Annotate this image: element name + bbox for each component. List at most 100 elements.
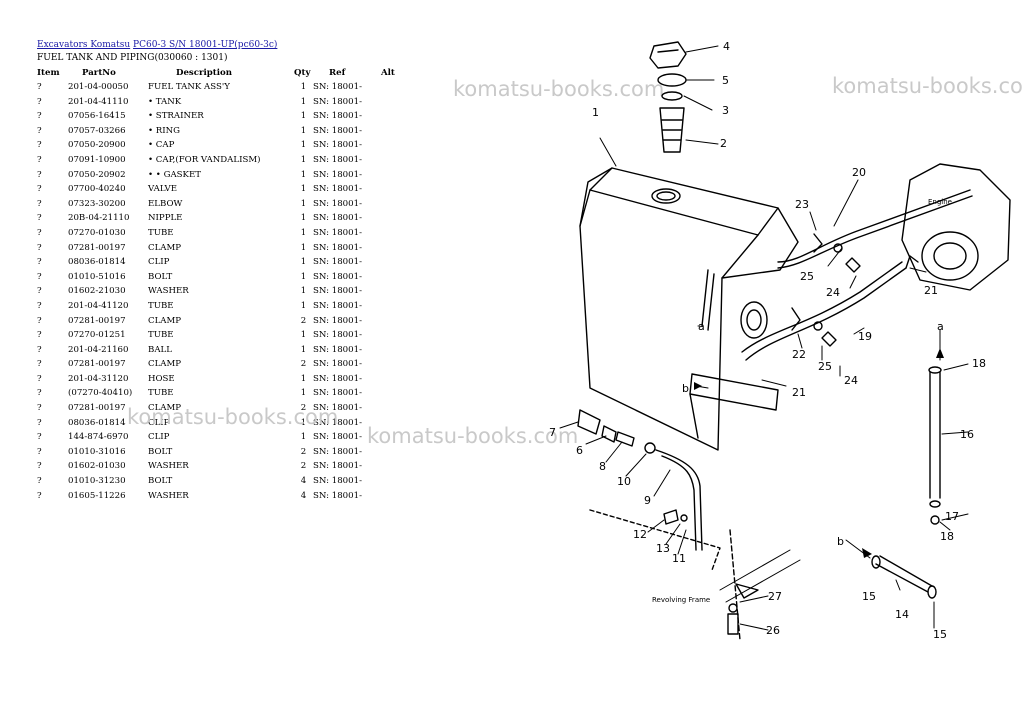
cell-partno: 01602-21030 [68, 286, 126, 297]
cell-alt [381, 109, 401, 124]
cell-alt [381, 445, 401, 460]
cell-item: ? [37, 227, 42, 238]
callout-label: 14 [895, 608, 909, 621]
cell-ref: SN: 18001- [313, 271, 362, 282]
callout-label: 8 [599, 460, 606, 473]
cell-ref: SN: 18001- [313, 315, 362, 326]
cell-ref: SN: 18001- [313, 330, 362, 341]
cell-ref: SN: 18001- [313, 388, 362, 399]
column-header-alt: Alt [381, 68, 395, 78]
cell-alt [381, 197, 401, 212]
callout-label: 15 [862, 590, 876, 603]
cell-ref: SN: 18001- [313, 446, 362, 457]
callout-label: 27 [768, 590, 782, 603]
cell-ref: SN: 18001- [313, 286, 362, 297]
cell-qty: 2 [300, 461, 307, 472]
cell-item: ? [37, 257, 42, 268]
cell-item: ? [37, 198, 42, 209]
cell-alt [381, 372, 401, 387]
callout-label: b [837, 535, 844, 548]
fuel-tank-outline [579, 167, 799, 451]
callout-label: 21 [924, 284, 938, 297]
cell-partno: 144-874-6970 [68, 432, 129, 443]
cell-item: ? [37, 388, 42, 399]
cell-alt [381, 211, 401, 226]
callout-label: 13 [656, 542, 670, 555]
column-header-qty: Qty [294, 68, 311, 78]
cell-description: • STRAINER [148, 111, 204, 122]
cell-partno: (07270-40410) [68, 388, 133, 399]
cell-qty: 1 [300, 344, 307, 355]
callout-label: 18 [940, 530, 954, 543]
breadcrumb: Excavators Komatsu PC60-3 S/N 18001-UP(p… [37, 40, 277, 50]
cell-ref: SN: 18001- [313, 417, 362, 428]
cell-description: • • GASKET [148, 169, 201, 180]
cell-qty: 1 [300, 417, 307, 428]
cell-description: BOLT [148, 446, 173, 457]
callout-label: 2 [720, 137, 727, 150]
cell-alt [381, 489, 401, 504]
cell-description: TUBE [148, 300, 174, 311]
callout-label: b [682, 382, 689, 395]
callout-label: a [698, 320, 705, 333]
cell-description: BALL [148, 344, 172, 355]
cell-partno: 01605-11226 [68, 490, 126, 501]
callout-label: 19 [858, 330, 872, 343]
cell-item: ? [37, 359, 42, 370]
cell-description: CLIP [148, 417, 170, 428]
callout-label: 1 [592, 106, 599, 119]
cell-partno: 07281-00197 [68, 315, 126, 326]
cell-partno: 07281-00197 [68, 242, 126, 253]
cell-alt [381, 430, 401, 445]
cell-partno: 07050-20900 [68, 140, 126, 151]
cell-partno: 201-04-00050 [68, 82, 129, 92]
cell-ref: SN: 18001- [313, 184, 362, 195]
cell-alt [381, 124, 401, 139]
callout-label: 16 [960, 428, 974, 441]
cell-description: TUBE [148, 330, 174, 341]
cell-item: ? [37, 82, 42, 92]
column-header-partno: PartNo [82, 68, 116, 78]
callout-label: 12 [633, 528, 647, 541]
cell-description: TUBE [148, 227, 174, 238]
breadcrumb-link-model[interactable]: PC60-3 S/N 18001-UP(pc60-3c) [133, 40, 278, 50]
cell-description: BOLT [148, 476, 173, 487]
cell-ref: SN: 18001- [313, 198, 362, 209]
cell-ref: SN: 18001- [313, 96, 362, 107]
cell-partno: 01602-01030 [68, 461, 126, 472]
cell-description: CLAMP [148, 242, 182, 253]
cell-ref: SN: 18001- [313, 125, 362, 136]
cell-alt [381, 241, 401, 256]
column-header-item: Item [37, 68, 60, 78]
cell-item: ? [37, 417, 42, 428]
cell-item: ? [37, 461, 42, 472]
cell-qty: 2 [300, 446, 307, 457]
cell-description: WASHER [148, 461, 189, 472]
cell-partno: 201-04-41120 [68, 300, 129, 311]
breadcrumb-link-category[interactable]: Excavators Komatsu [37, 40, 131, 50]
callout-label: 23 [795, 198, 809, 211]
cell-item: ? [37, 315, 42, 326]
cell-alt [381, 80, 401, 95]
cell-ref: SN: 18001- [313, 213, 362, 224]
cell-partno: 201-04-31120 [68, 373, 129, 384]
cell-description: CLIP [148, 257, 170, 268]
cell-item: ? [37, 242, 42, 253]
cell-ref: SN: 18001- [313, 111, 362, 122]
cell-ref: SN: 18001- [313, 257, 362, 268]
cell-item: ? [37, 213, 42, 224]
cell-qty: 1 [300, 300, 307, 311]
callout-label: 21 [792, 386, 806, 399]
